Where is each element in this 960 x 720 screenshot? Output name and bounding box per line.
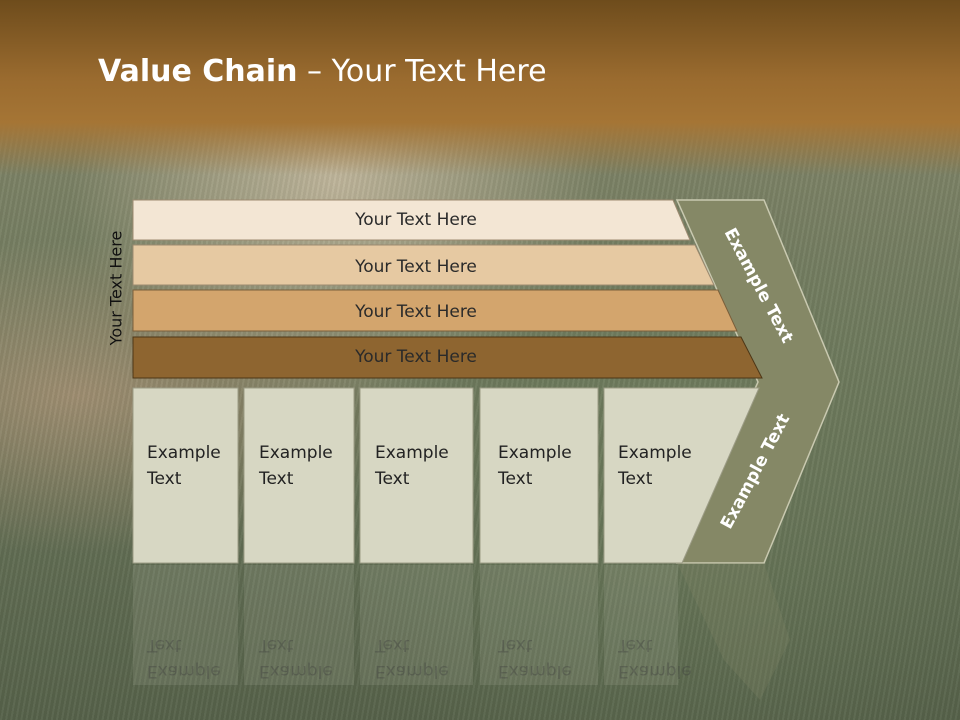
band-2-label: Your Text Here: [354, 257, 477, 277]
column-1-box[interactable]: [132, 387, 239, 564]
column-1-line1: Example: [147, 443, 221, 463]
column-4-line2: Text: [498, 469, 533, 489]
column-5-reflection-text: Example Text: [618, 632, 692, 684]
slide-title-bold: Value Chain: [98, 54, 298, 89]
column-1-text: Example Text: [147, 440, 221, 492]
band-3-label: Your Text Here: [354, 302, 477, 322]
column-4-reflection-line1: Example: [498, 661, 572, 681]
column-4-reflection-line2: Text: [498, 635, 533, 655]
column-3-line2: Text: [375, 469, 410, 489]
column-5-line2: Text: [618, 469, 653, 489]
column-1-reflection-text: Example Text: [147, 632, 221, 684]
slide-title-rest: – Your Text Here: [297, 54, 547, 89]
title-bar: [0, 0, 960, 175]
column-3-text: Example Text: [375, 440, 449, 492]
column-4-reflection-text: Example Text: [498, 632, 572, 684]
column-reflection: [360, 565, 473, 685]
column-2-reflection-text: Example Text: [259, 632, 333, 684]
column-3-reflection-line2: Text: [375, 635, 410, 655]
column-3-reflection-text: Example Text: [375, 632, 449, 684]
column-reflection: [604, 565, 678, 685]
column-reflection: [133, 565, 238, 685]
column-5-text: Example Text: [618, 440, 692, 492]
band-1-shape[interactable]: [132, 199, 691, 241]
column-3-line1: Example: [375, 443, 449, 463]
band-4-label: Your Text Here: [354, 347, 477, 367]
column-4-line1: Example: [498, 443, 572, 463]
column-4-text: Example Text: [498, 440, 572, 492]
column-5-box[interactable]: [603, 387, 760, 564]
column-3-reflection-line1: Example: [375, 661, 449, 681]
column-2-reflection-line1: Example: [259, 661, 333, 681]
slide-title[interactable]: Value Chain – Your Text Here: [98, 54, 547, 89]
column-5-reflection-line2: Text: [618, 635, 653, 655]
column-2-line2: Text: [259, 469, 294, 489]
band-2-shape[interactable]: [132, 244, 715, 286]
column-1-line2: Text: [147, 469, 182, 489]
column-reflection: [480, 565, 598, 685]
chevron-reflection: [677, 563, 790, 700]
column-2-reflection-line2: Text: [259, 635, 294, 655]
column-reflection: [244, 565, 354, 685]
column-3-box[interactable]: [359, 387, 474, 564]
band-1-label: Your Text Here: [354, 210, 477, 230]
column-5-reflection-line1: Example: [618, 661, 692, 681]
column-2-text: Example Text: [259, 440, 333, 492]
column-2-box[interactable]: [243, 387, 355, 564]
column-2-line1: Example: [259, 443, 333, 463]
column-4-box[interactable]: [479, 387, 599, 564]
column-1-reflection-line1: Example: [147, 661, 221, 681]
band-3-shape[interactable]: [132, 289, 738, 332]
column-5-line1: Example: [618, 443, 692, 463]
band-4-shape[interactable]: [132, 336, 763, 379]
column-1-reflection-line2: Text: [147, 635, 182, 655]
